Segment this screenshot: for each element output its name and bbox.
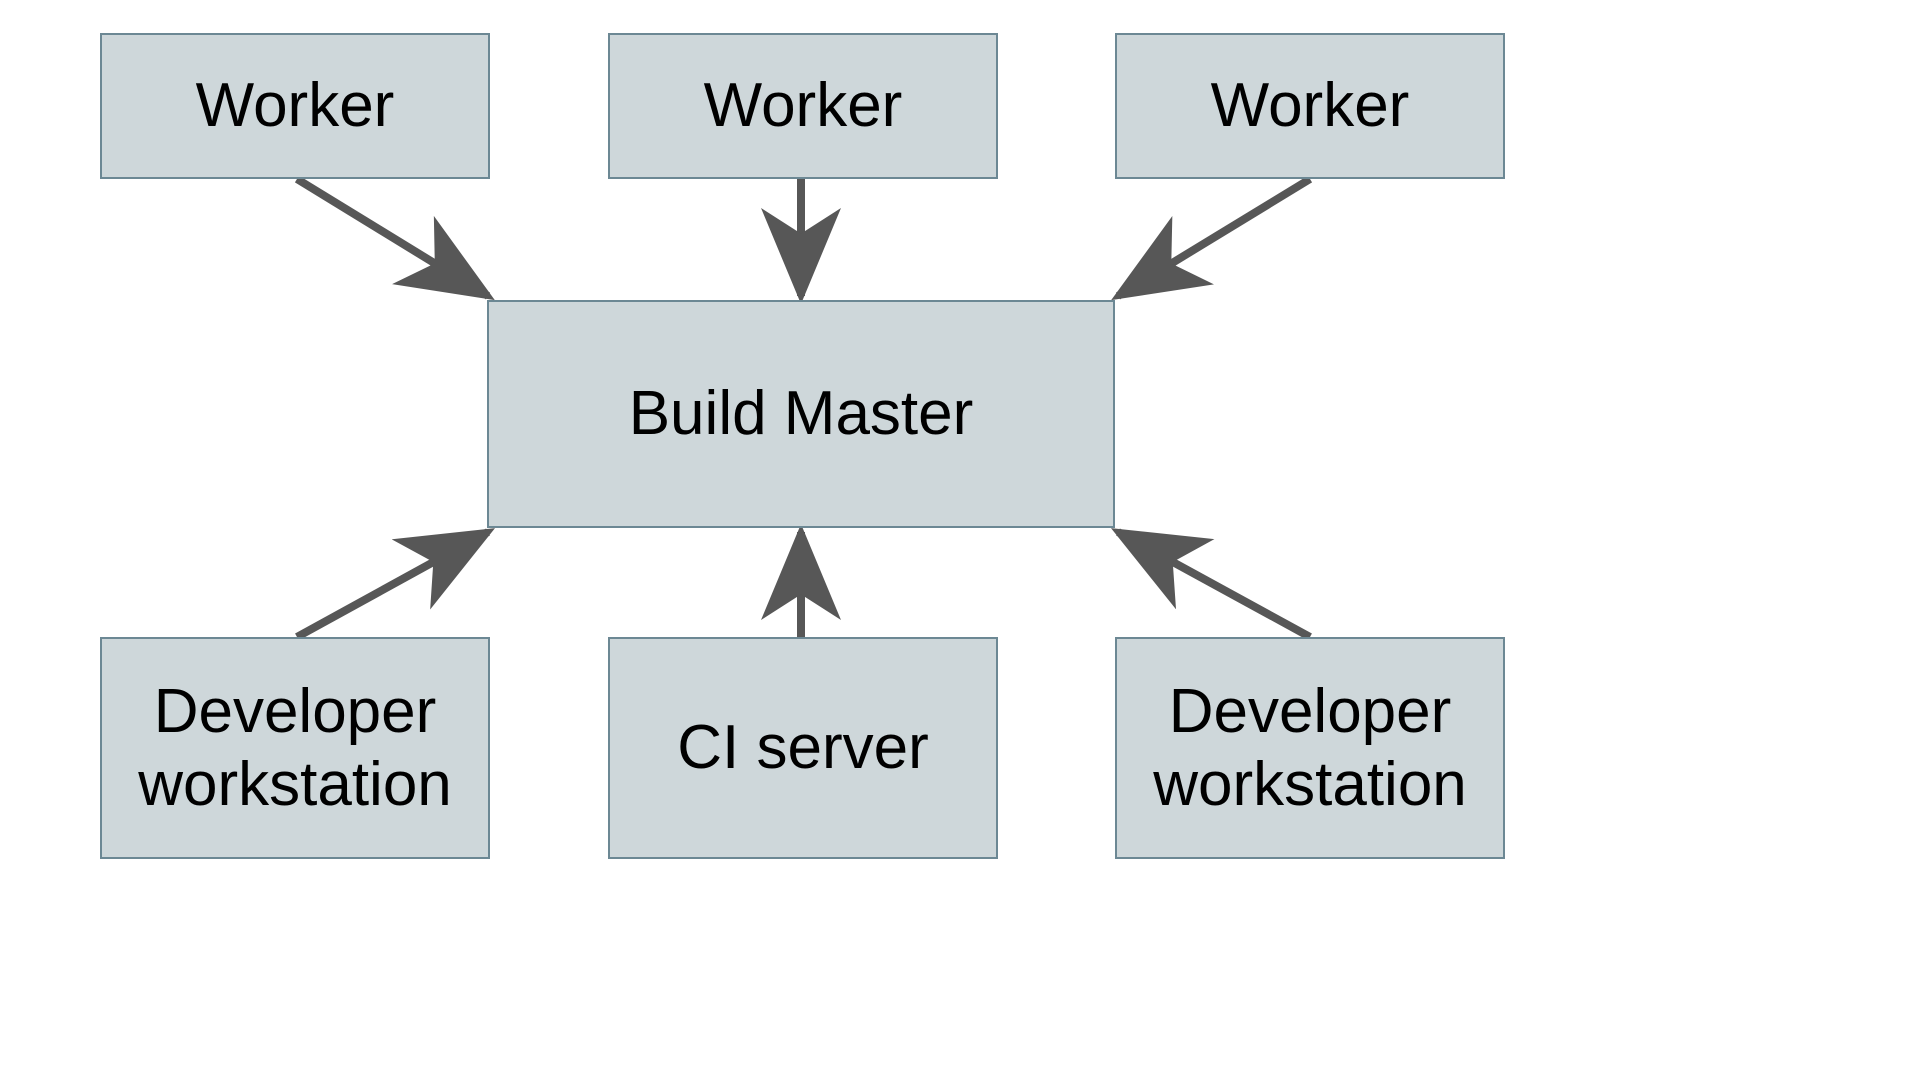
- node-build-master[interactable]: Build Master: [487, 300, 1115, 528]
- node-worker-1[interactable]: Worker: [100, 33, 490, 179]
- node-developer-workstation-right[interactable]: Developer workstation: [1115, 637, 1505, 859]
- edge-dev-ws-2-to-build-master: [1110, 528, 1312, 641]
- node-developer-workstation-right-label: Developer workstation: [1153, 676, 1467, 819]
- node-worker-2-label: Worker: [703, 71, 903, 141]
- edge-worker-3-to-build-master: [1111, 175, 1313, 301]
- node-developer-workstation-left[interactable]: Developer workstation: [100, 637, 490, 859]
- node-build-master-label: Build Master: [628, 379, 974, 449]
- node-worker-3-label: Worker: [1210, 71, 1410, 141]
- node-developer-workstation-left-label: Developer workstation: [138, 676, 452, 819]
- edge-worker-1-to-build-master: [294, 175, 495, 301]
- node-worker-3[interactable]: Worker: [1115, 33, 1505, 179]
- node-ci-server-label: CI server: [677, 713, 929, 783]
- edge-dev-ws-1-to-build-master: [295, 528, 496, 641]
- node-worker-1-label: Worker: [195, 71, 395, 141]
- node-ci-server[interactable]: CI server: [608, 637, 998, 859]
- node-worker-2[interactable]: Worker: [608, 33, 998, 179]
